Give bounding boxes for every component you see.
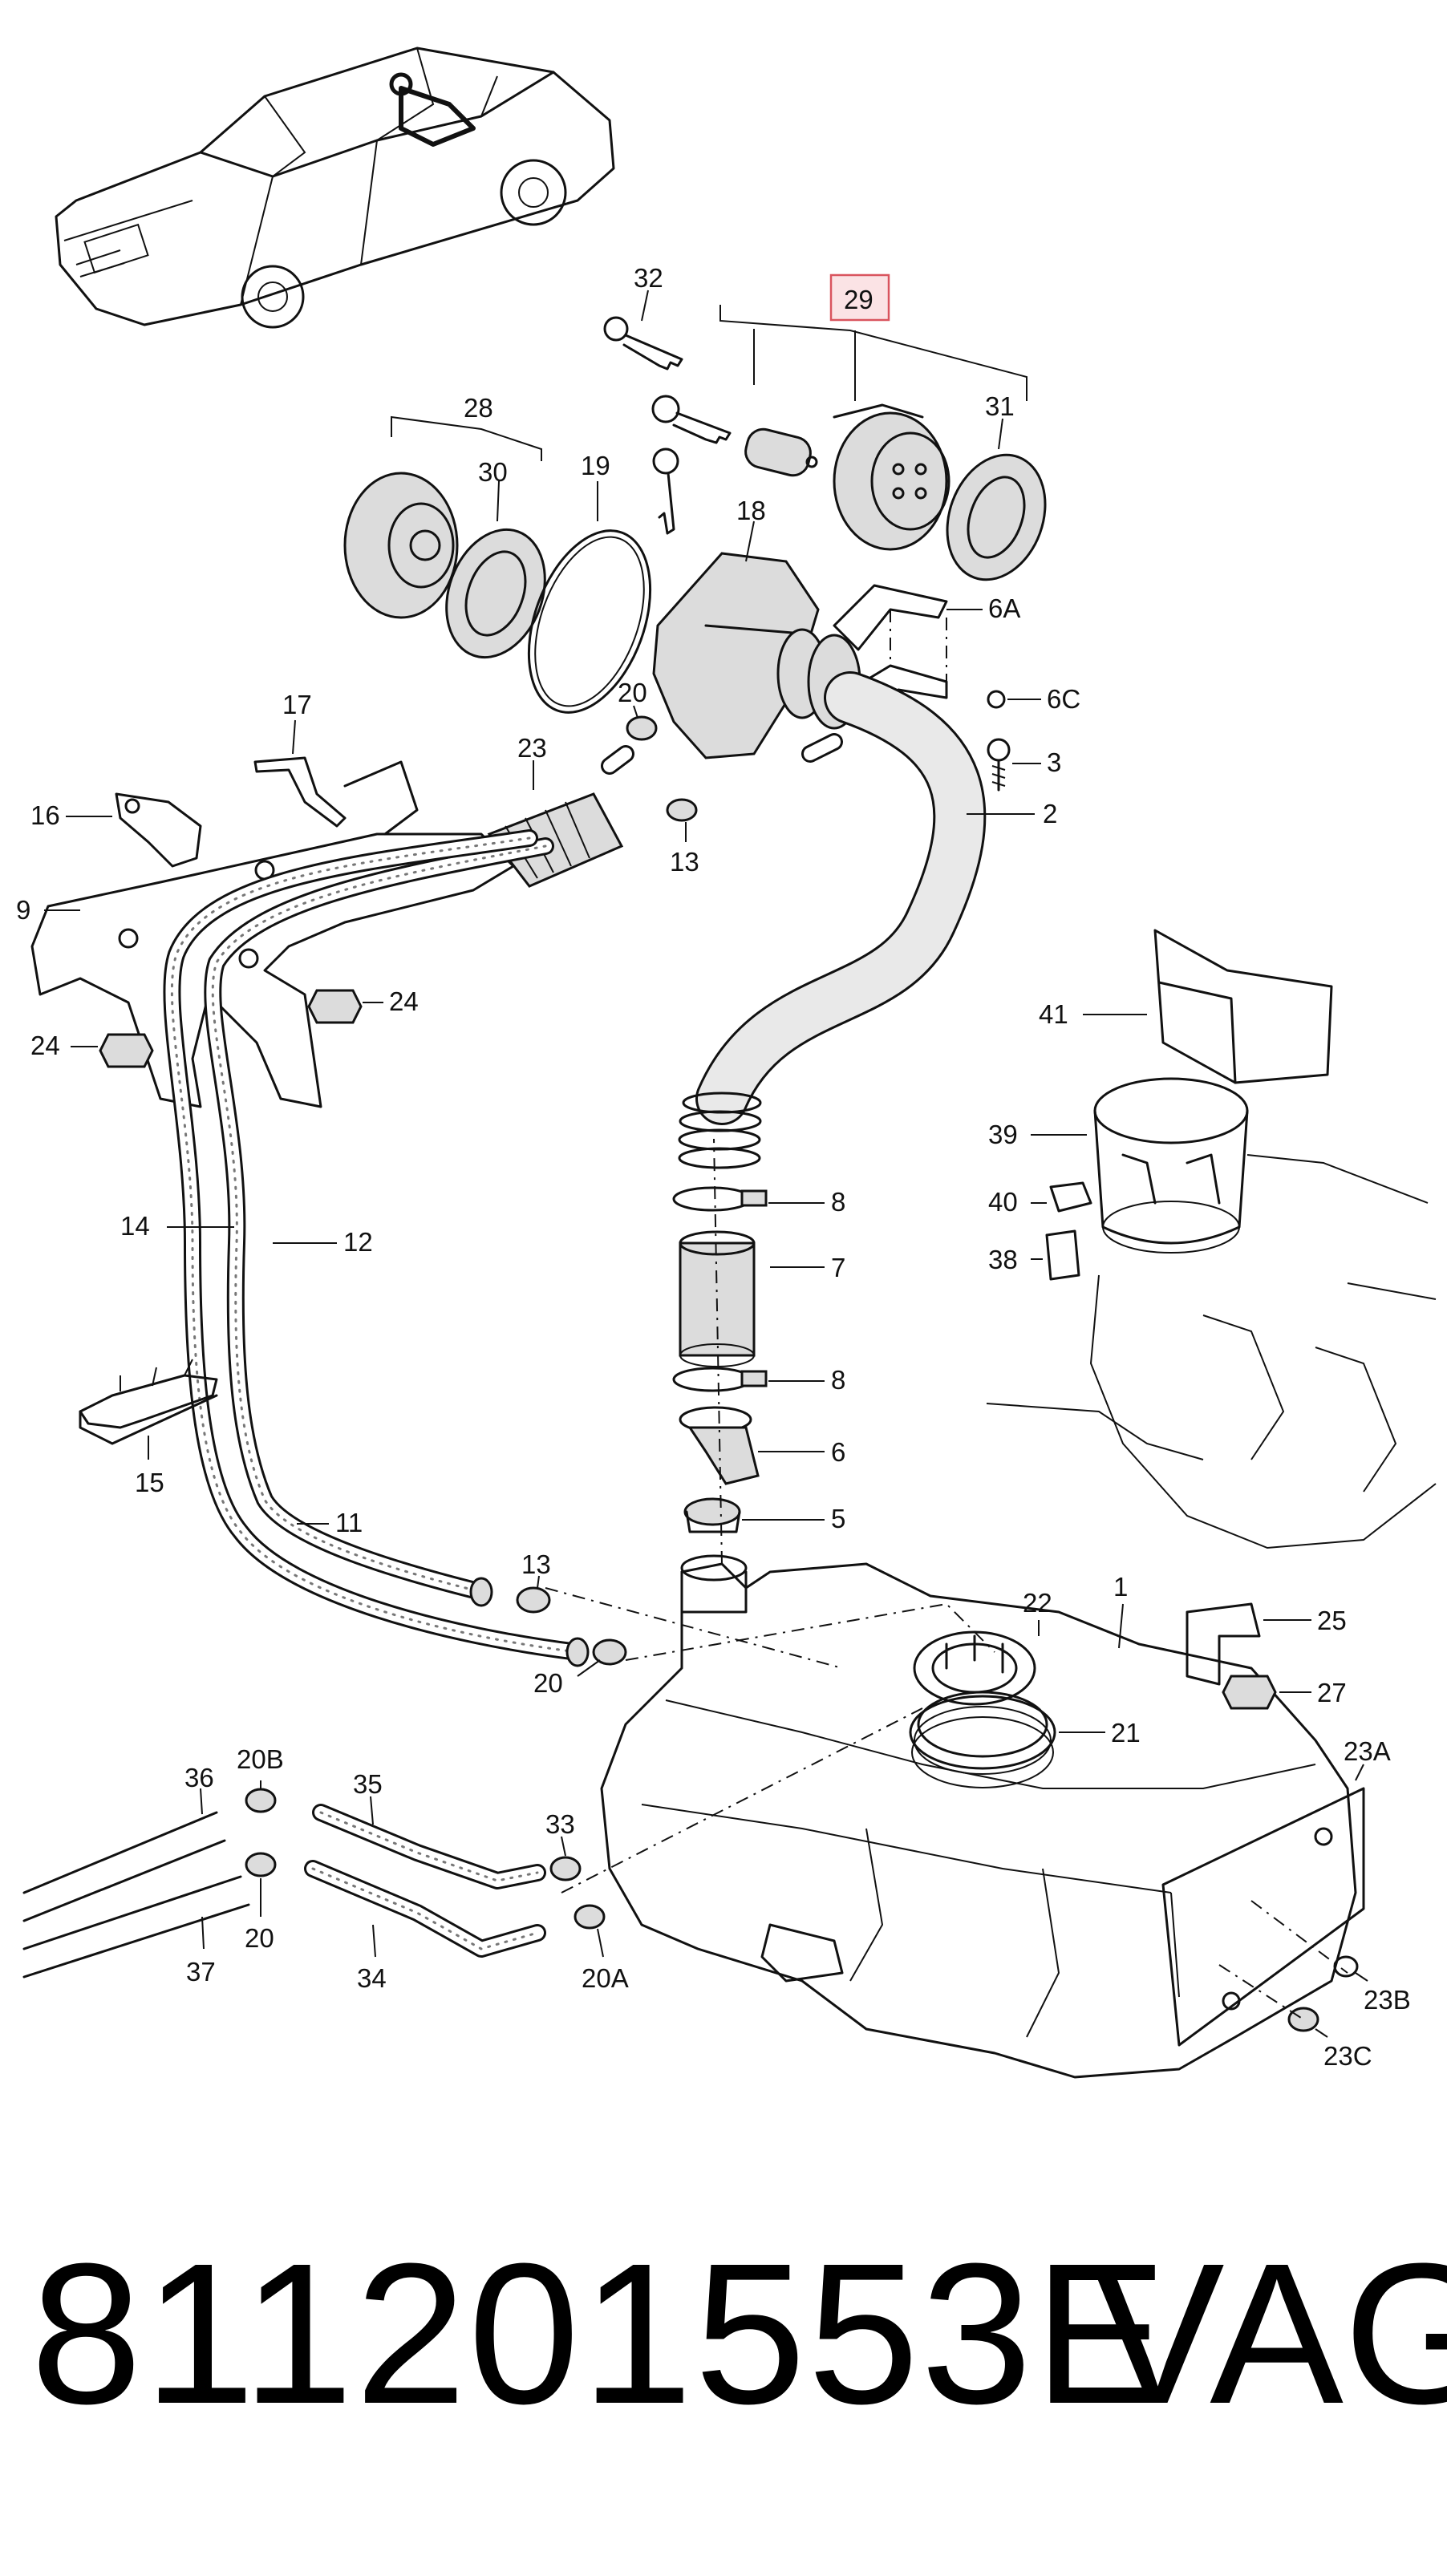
- seal-31: [946, 453, 1047, 581]
- callout-37: 37: [186, 1957, 216, 1987]
- callout-34: 34: [357, 1963, 387, 1993]
- callout-19: 19: [581, 451, 610, 480]
- plug-23C: [1287, 2007, 1319, 2032]
- clip-20-top: [626, 715, 658, 741]
- callout-24-left: 24: [30, 1031, 60, 1060]
- callout-15: 15: [135, 1468, 164, 1497]
- callout-24-right: 24: [389, 986, 419, 1016]
- locking-ring-22: [913, 1630, 1036, 1706]
- sender-unit-21: [909, 1691, 1056, 1788]
- tank-shell-right: [986, 1154, 1437, 1549]
- hose-clip-8-top: [672, 1186, 768, 1212]
- clip-23B: [1333, 1955, 1359, 1978]
- callout-8-bottom: 8: [831, 1365, 845, 1395]
- callout-20-mid: 20: [533, 1668, 563, 1698]
- bracket-25: [1186, 1602, 1261, 1686]
- callout-20-lower: 20: [245, 1923, 274, 1953]
- callout-6C: 6C: [1047, 684, 1080, 714]
- callout-16: 16: [30, 800, 60, 830]
- fuel-tank-exploded-diagram: 32 29 31 28: [16, 47, 1437, 2079]
- callout-5: 5: [831, 1504, 845, 1533]
- callout-23B: 23B: [1364, 1985, 1411, 2015]
- filler-neck-18: [652, 552, 861, 759]
- callout-13-lower: 13: [521, 1549, 551, 1579]
- filler-flap-housing-29: [833, 403, 950, 551]
- callout-12: 12: [343, 1227, 373, 1257]
- gasket-30: [445, 528, 546, 659]
- callout-23C: 23C: [1323, 2041, 1372, 2071]
- clip-20A: [574, 1904, 606, 1930]
- callout-20A: 20A: [582, 1963, 629, 1993]
- nut-27: [1222, 1675, 1277, 1710]
- clip-20-lower: [245, 1852, 277, 1877]
- callout-22: 22: [1023, 1588, 1052, 1618]
- clip-33: [549, 1856, 582, 1881]
- cover-41: [1153, 929, 1333, 1084]
- callout-8-top: 8: [831, 1187, 845, 1217]
- lock-cylinder: [744, 427, 818, 477]
- callout-6: 6: [831, 1437, 845, 1467]
- callout-25: 25: [1317, 1606, 1347, 1635]
- callout-7: 7: [831, 1253, 845, 1282]
- filler-cap-28: [343, 472, 459, 619]
- car-illustration: [55, 47, 615, 329]
- callout-35: 35: [353, 1769, 383, 1799]
- part-number: 811201553E: [30, 2222, 1169, 2445]
- callout-36: 36: [184, 1763, 214, 1792]
- pump-housing-39: [1093, 1077, 1249, 1254]
- clip-13-top: [666, 798, 698, 822]
- callout-40: 40: [988, 1187, 1018, 1217]
- clip-20B: [245, 1788, 277, 1813]
- callout-2: 2: [1043, 799, 1057, 828]
- keys-29: [651, 395, 732, 535]
- callout-23: 23: [517, 733, 547, 763]
- callout-29: 29: [844, 285, 873, 314]
- callout-32: 32: [634, 263, 663, 293]
- screw-3: [987, 738, 1011, 792]
- callout-29-box: 29: [829, 273, 890, 322]
- clip-20-mid: [592, 1638, 627, 1666]
- callout-21: 21: [1111, 1718, 1141, 1748]
- callout-14: 14: [120, 1211, 150, 1241]
- callout-41: 41: [1039, 999, 1068, 1029]
- retaining-ring-19: [527, 529, 652, 714]
- callout-1: 1: [1113, 1572, 1128, 1602]
- key-32: [603, 316, 683, 371]
- callout-9: 9: [16, 895, 30, 925]
- callout-23A: 23A: [1344, 1736, 1391, 1766]
- hose-clip-8-bottom: [672, 1367, 768, 1392]
- callout-39: 39: [988, 1120, 1018, 1149]
- clip-16: [115, 792, 202, 868]
- nut-24-right: [307, 989, 363, 1024]
- callout-30: 30: [478, 457, 508, 487]
- bracket-17: [253, 756, 347, 828]
- callout-28: 28: [464, 393, 493, 423]
- fuel-tank-1: [600, 1554, 1365, 2079]
- sleeve-6: [679, 1406, 760, 1485]
- callout-17: 17: [282, 690, 312, 719]
- pipe-corrugation: [678, 1092, 762, 1169]
- callout-3: 3: [1047, 747, 1061, 777]
- brand-name: VAG: [1091, 2222, 1447, 2445]
- washer-6C: [987, 690, 1006, 709]
- grommet-5: [683, 1497, 741, 1533]
- nut-24-left: [99, 1033, 154, 1068]
- fuel-line-36: [22, 1811, 226, 1922]
- callout-11: 11: [335, 1508, 363, 1537]
- clip-13-lower: [516, 1586, 551, 1614]
- clip-40: [1049, 1181, 1092, 1213]
- seal-38: [1045, 1229, 1080, 1281]
- callout-33: 33: [545, 1809, 575, 1839]
- callout-20-top: 20: [618, 678, 647, 707]
- fuel-line-37: [22, 1875, 250, 1979]
- callout-6A: 6A: [988, 593, 1020, 623]
- callout-38: 38: [988, 1245, 1018, 1274]
- callout-31: 31: [985, 391, 1015, 421]
- clip-15: [79, 1359, 218, 1445]
- callout-20B: 20B: [237, 1744, 284, 1774]
- callout-27: 27: [1317, 1678, 1347, 1707]
- callout-13-top: 13: [670, 847, 699, 877]
- callout-18: 18: [736, 496, 766, 525]
